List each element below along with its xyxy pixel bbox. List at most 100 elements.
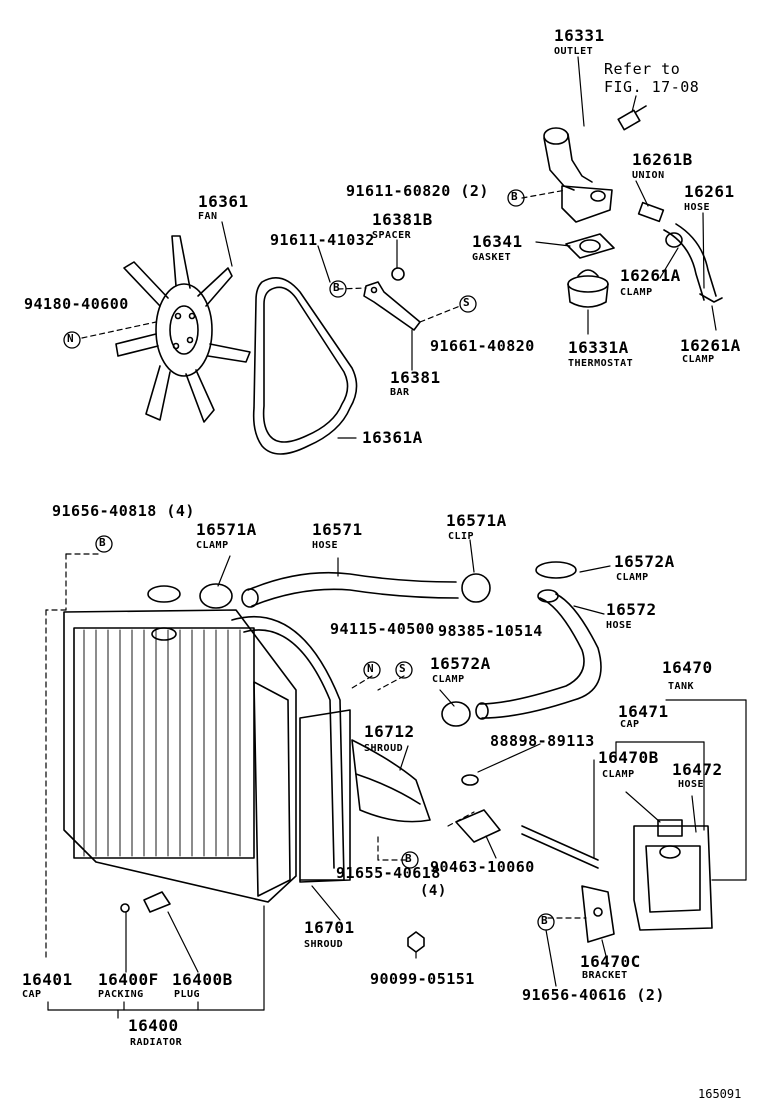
part-name: BAR — [390, 387, 410, 398]
marker-letter: B — [99, 536, 106, 549]
part-number: 91655-40618 — [336, 864, 441, 882]
part-number: 16361 — [198, 192, 249, 211]
part-name: CLAMP — [432, 674, 465, 685]
marker-n-shroud — [363, 661, 381, 679]
part-number: 16381B — [372, 210, 433, 229]
part-number: 16400B — [172, 970, 233, 989]
part-name: CLIP — [448, 531, 475, 542]
marker-s-shroud — [395, 661, 413, 679]
part-name: HOSE — [606, 620, 633, 631]
marker-letter: B — [333, 281, 340, 294]
part-number: 16470 — [662, 658, 713, 677]
part-number: 16331A — [568, 338, 629, 357]
callout-belt: 16361A — [362, 428, 423, 447]
part-number: 16341 — [472, 232, 523, 251]
part-name: CAP — [22, 989, 42, 1000]
figure-id: 165091 — [698, 1087, 742, 1101]
marker-letter: N — [367, 662, 374, 675]
hose-top-drawing — [663, 223, 723, 303]
part-name: CLAMP — [616, 572, 649, 583]
callout-clip-shroud: 98385-10514 — [438, 622, 543, 640]
marker-b-spacer — [329, 280, 347, 298]
bottom-dashed-leaders — [45, 553, 587, 961]
hose-upper-drawing — [199, 571, 491, 609]
part-name: GASKET — [472, 252, 512, 263]
marker-s-bar — [459, 295, 477, 313]
marker-circles — [63, 189, 555, 931]
part-name: CLAMP — [196, 540, 229, 551]
radiator-drawing — [63, 585, 297, 903]
fan-drawing — [115, 235, 251, 423]
part-name: CLAMP — [620, 287, 653, 298]
marker-b-radiator — [95, 535, 113, 553]
marker-n-fan — [63, 331, 81, 349]
part-name: CLAMP — [602, 769, 635, 780]
part-name: FAN — [198, 211, 218, 222]
part-name: CLAMP — [682, 354, 715, 365]
part-number: 16381 — [390, 368, 441, 387]
top-dashed-leaders — [81, 189, 567, 339]
callout-bolt-tank: 91656-40616 (2) — [522, 986, 665, 1004]
callout-nut-fan: 94180-40600 — [24, 295, 129, 313]
part-number: 16261A — [620, 266, 681, 285]
part-name: RADIATOR — [130, 1037, 183, 1048]
part-number: 16571A — [196, 520, 257, 539]
part-name: HOSE — [312, 540, 339, 551]
part-number: 16571A — [446, 511, 507, 530]
part-number: 16701 — [304, 918, 355, 937]
part-name: OUTLET — [554, 46, 594, 57]
part-name: SHROUD — [364, 743, 404, 754]
callout-bolt-spacer: 91611-41032 — [270, 231, 375, 249]
part-number: 16331 — [554, 26, 605, 45]
marker-b-outlet — [507, 189, 525, 207]
marker-b-tank — [537, 913, 555, 931]
part-name: THERMOSTAT — [568, 358, 634, 369]
part-number: 16471 — [618, 702, 669, 721]
tank-drawing — [521, 819, 713, 931]
part-name: HOSE — [678, 779, 705, 790]
part-number: 16261 — [684, 182, 735, 201]
part-number: 16572A — [430, 654, 491, 673]
part-name: PLUG — [174, 989, 201, 1000]
top-leaders — [221, 56, 717, 439]
callout-bolt-bracket: 90463-10060 — [430, 858, 535, 876]
belt-drawing — [252, 276, 358, 455]
part-name: BRACKET — [582, 970, 628, 981]
part-number: 16470C — [580, 952, 641, 971]
part-name: UNION — [632, 170, 665, 181]
gasket-drawing — [565, 233, 615, 259]
small-parts-drawing — [120, 774, 501, 953]
callout-clip-tank: 88898-89113 — [490, 732, 595, 750]
part-number: 16470B — [598, 748, 659, 767]
part-name: CAP — [620, 719, 640, 730]
thermostat-drawing — [567, 269, 609, 308]
refer-line-2: FIG. 17-08 — [604, 78, 700, 96]
marker-letter: S — [463, 296, 470, 309]
callout-bolt-radiator: 91656-40818 (4) — [52, 502, 195, 520]
part-number: 16261B — [632, 150, 693, 169]
marker-b-shroud — [401, 851, 419, 869]
part-number: 16401 — [22, 970, 73, 989]
marker-letter: B — [511, 190, 518, 203]
callout-bolt-bar: 91661-40820 — [430, 337, 535, 355]
refer-line-1: Refer to — [604, 60, 681, 78]
part-name: PACKING — [98, 989, 144, 1000]
part-name: SPACER — [372, 230, 412, 241]
part-number: 16712 — [364, 722, 415, 741]
marker-letter: N — [67, 332, 74, 345]
marker-letter: B — [405, 852, 412, 865]
callout-bolt-outlet: 91611-60820 (2) — [346, 182, 489, 200]
bracket-drawing — [581, 885, 615, 943]
part-number: 16400F — [98, 970, 159, 989]
part-name: TANK — [668, 681, 695, 692]
part-name: SHROUD — [304, 939, 344, 950]
part-number: 16261A — [680, 336, 741, 355]
callout-nut-shroud: 94115-40500 — [330, 620, 435, 638]
part-name: HOSE — [684, 202, 711, 213]
part-qty: (4) — [420, 883, 447, 899]
outlet-drawing — [543, 127, 613, 223]
bottom-leaders — [47, 539, 747, 1019]
bar-drawing — [363, 267, 421, 331]
